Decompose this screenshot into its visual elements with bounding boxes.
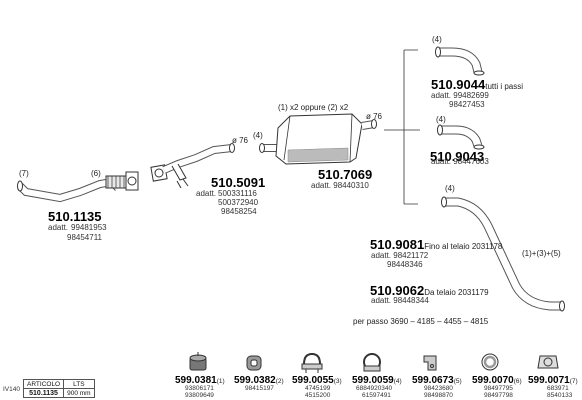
accessory-ref: 8540133 [547, 392, 573, 399]
tailpipe-upper-shape [435, 46, 485, 76]
table-header: LTS [63, 379, 95, 389]
position-label: (4) [436, 115, 446, 124]
accessory-ref: 61597491 [362, 392, 391, 399]
part-note: 99481953 [71, 223, 107, 232]
accessory-ref: 6884920340 [356, 385, 393, 392]
part-code-510-1135[interactable]: 510.1135 [48, 209, 102, 224]
part-suffix: Fino al telaio 2031178 [424, 242, 503, 251]
intermediate-pipe-shape [150, 143, 235, 189]
front-pipe-shape [17, 171, 139, 203]
accessory-ref: 98497798 [484, 392, 513, 399]
clamp-icon [301, 352, 323, 373]
accessory-ref: 98423680 [424, 385, 453, 392]
part-note-label: adatt. [196, 189, 217, 198]
tailpipe-middle-shape [437, 124, 485, 150]
part-note: adatt. 98447603 [431, 157, 489, 166]
model-label: IV140 [3, 386, 20, 393]
part-note: 98448346 [387, 260, 423, 269]
part-suffix: tutti i passi [485, 82, 524, 91]
wheelbase-label: per passo 3690 – 4185 – 4455 – 4815 [353, 317, 489, 326]
position-label: (7) [19, 169, 29, 178]
band-clamp-icon [363, 353, 381, 372]
length-table: ARTICOLO LTS 510.1135 900 mm [22, 379, 95, 398]
accessory-code[interactable]: 599.0055(3) [292, 375, 342, 386]
table-header: ARTICOLO [22, 379, 65, 389]
silencer-variant-label: (1) x2 oppure (2) x2 [278, 103, 349, 112]
position-combo-label: (1)+(3)+(5) [522, 249, 561, 258]
accessory-code[interactable]: 599.0673(5) [412, 375, 462, 386]
part-code-510-9043[interactable]: 510.9043 [430, 149, 485, 164]
accessory-code[interactable]: 599.0071(7) [528, 375, 578, 386]
part-note: adatt. 98448344 [371, 296, 429, 305]
part-note: 98427453 [449, 100, 485, 109]
accessory-code[interactable]: 599.0070(6) [472, 375, 522, 386]
accessory-ref: 93806171 [185, 385, 214, 392]
accessory-ref: 683971 [547, 385, 569, 392]
flange-gasket-icon [537, 355, 559, 369]
position-label: (6) [91, 169, 101, 178]
table-cell: 510.1135 [22, 388, 65, 398]
gasket-ring-icon [481, 353, 499, 371]
part-note: 98454711 [67, 233, 102, 242]
part-note: 500372940 [218, 198, 259, 207]
part-note: adatt. 98421172 [371, 251, 429, 260]
position-label: (4) [432, 35, 442, 44]
part-code-510-9081[interactable]: 510.9081Fino al telaio 2031178 [370, 237, 503, 252]
part-note: adatt. 98440310 [311, 181, 369, 190]
diameter-label: ø 76 [366, 112, 383, 121]
part-code-510-7069[interactable]: 510.7069 [318, 167, 373, 182]
accessory-code[interactable]: 599.0381(1) [175, 375, 225, 386]
diameter-label: ø 76 [232, 136, 249, 145]
part-note: 500331116 [218, 189, 257, 198]
part-suffix: Da telaio 2031179 [424, 288, 489, 297]
position-label: (4) [445, 184, 455, 193]
part-code-510-9062[interactable]: 510.9062Da telaio 2031179 [370, 283, 489, 298]
accessory-code[interactable]: 599.0059(4) [352, 375, 402, 386]
bracket-icon [423, 355, 437, 371]
tailpipe-long-shape [441, 196, 565, 312]
silencer-shape [259, 113, 377, 165]
rubber-mount-icon [189, 352, 207, 371]
part-code-510-9044[interactable]: 510.9044tutti i passi [431, 77, 524, 92]
rubber-hanger-icon [246, 355, 262, 371]
part-note-label: adatt. [48, 223, 69, 232]
accessory-ref: 98497795 [484, 385, 513, 392]
accessory-ref: 4745199 [305, 385, 331, 392]
accessory-ref: 93809649 [185, 392, 214, 399]
table-cell: 900 mm [63, 388, 95, 398]
part-code-510-5091[interactable]: 510.5091 [211, 175, 266, 190]
position-label: (4) [253, 131, 263, 140]
accessory-ref: 4515200 [305, 392, 331, 399]
part-note: adatt. 99482699 [431, 91, 489, 100]
part-note: 98458254 [221, 207, 257, 216]
accessory-code[interactable]: 599.0382(2) [234, 375, 284, 386]
accessory-ref: 98415197 [245, 385, 274, 392]
accessory-ref: 98498870 [424, 392, 453, 399]
